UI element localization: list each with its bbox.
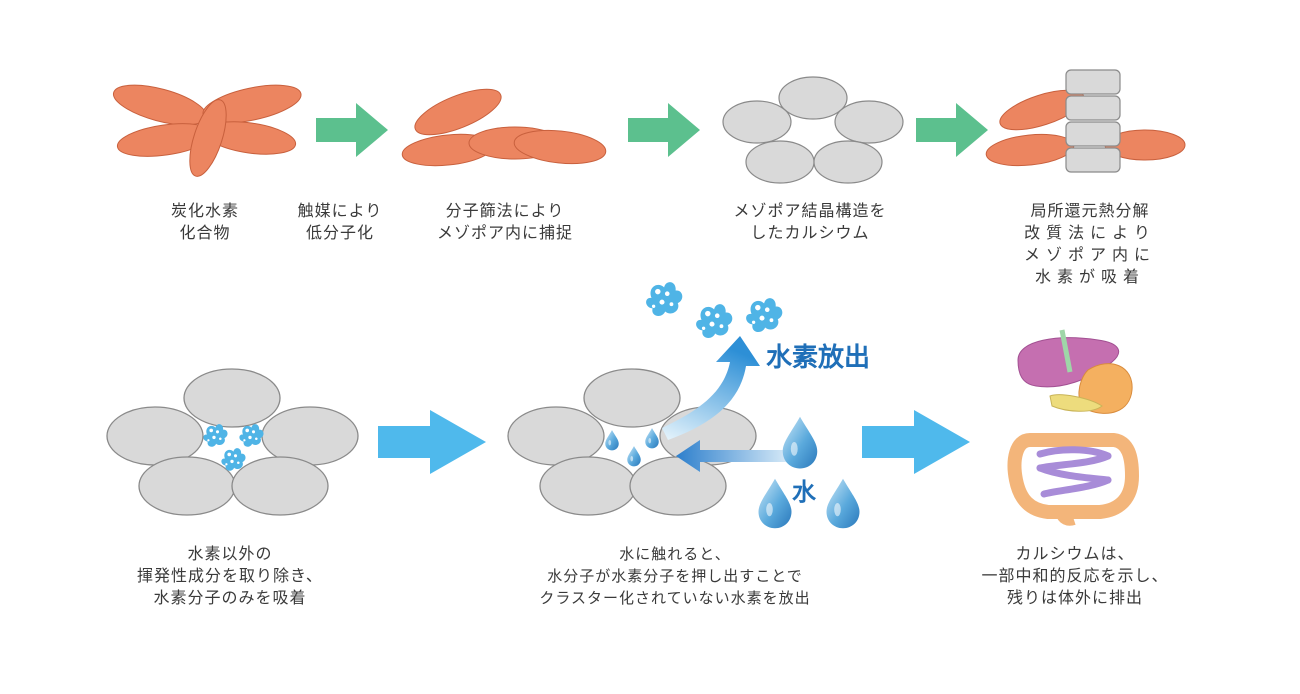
- caption-line: 残りは体外に排出: [1006, 588, 1143, 607]
- release-label: 水素放出: [766, 342, 870, 373]
- caption-line: 局所還元熱分解: [1030, 201, 1150, 220]
- caption-line: 分子篩法により: [445, 201, 565, 220]
- adsorbed-molecules-icon: [985, 69, 1186, 173]
- caption-line: 水分子が水素分子を押し出すことで: [547, 567, 803, 585]
- caption-line: 炭化水素: [170, 201, 239, 220]
- caption-line: カルシウムは、: [1015, 544, 1135, 563]
- caption-calcium: カルシウムは、 一部中和的反応を示し、 残りは体外に排出: [945, 543, 1205, 609]
- caption-sieve: 分子篩法により メゾポア内に捕捉: [405, 200, 605, 244]
- caption-line: 揮発性成分を取り除き、: [137, 566, 323, 585]
- caption-line: 低分子化: [305, 223, 374, 242]
- hydrogen-in-pore-icon: [106, 368, 359, 516]
- blue-arrow-icon: [378, 410, 486, 474]
- hydrogen-release-icon: [507, 282, 860, 529]
- caption-line: クラスター化されていない水素を放出: [539, 589, 811, 607]
- green-arrow-icon: [628, 103, 700, 157]
- caption-line: 一部中和的反応を示し、: [981, 566, 1169, 585]
- caption-adsorption: 局所還元熱分解 改質法により メゾポア内に 水素が吸着: [995, 200, 1185, 288]
- hydrocarbon-molecules-icon: [112, 84, 302, 177]
- caption-hydrogen-only: 水素以外の 揮発性成分を取り除き、 水素分子のみを吸着: [95, 543, 365, 609]
- green-arrow-icon: [316, 103, 388, 157]
- caption-line: 改質法により: [1024, 223, 1156, 242]
- water-label: 水: [792, 478, 817, 506]
- caption-catalyst: 触媒により 低分子化: [280, 200, 400, 244]
- caption-line: メゾポア内に捕捉: [436, 223, 573, 242]
- mesopore-structure-icon: [722, 76, 904, 184]
- caption-mesopore: メゾポア結晶構造を したカルシウム: [705, 200, 915, 244]
- caption-hydrocarbon: 炭化水素 化合物: [150, 200, 260, 244]
- blue-arrow-icon: [862, 410, 970, 474]
- caption-water-contact: 水に触れると、 水分子が水素分子を押し出すことで クラスター化されていない水素を…: [465, 543, 885, 609]
- caption-line: 水素以外の: [187, 544, 273, 563]
- digestive-system-icon: [1007, 329, 1139, 526]
- caption-line: メゾポア内に: [1023, 245, 1156, 264]
- caption-line: 水に触れると、: [619, 545, 731, 563]
- caption-line: 水素が吸着: [1034, 267, 1145, 286]
- caption-line: 水素分子のみを吸着: [153, 588, 307, 607]
- caption-line: 化合物: [179, 223, 231, 242]
- green-arrow-icon: [916, 103, 988, 157]
- caption-line: したカルシウム: [750, 223, 870, 242]
- captured-molecules-icon: [401, 88, 607, 167]
- caption-line: メゾポア結晶構造を: [733, 201, 887, 220]
- caption-line: 触媒により: [297, 201, 383, 220]
